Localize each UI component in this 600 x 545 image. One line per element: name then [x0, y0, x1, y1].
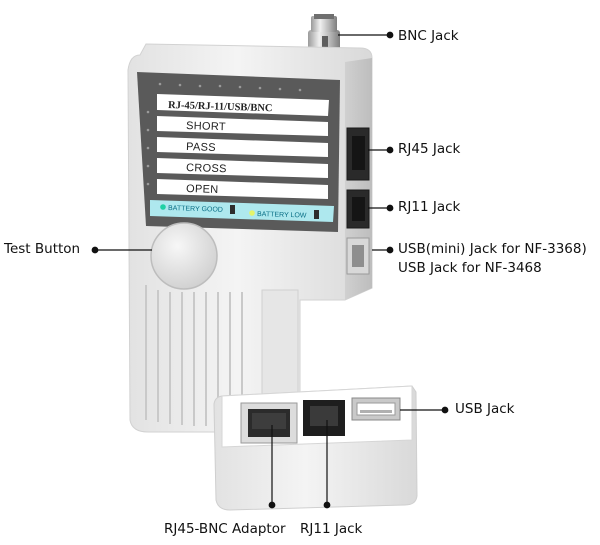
adaptor-usb-port [351, 397, 401, 421]
remote-adaptor [213, 385, 418, 511]
front-panel: RJ-45/RJ-11/USB/BNC SHORT PASS CROSS OPE… [137, 72, 340, 232]
usb-mini-jack [346, 237, 370, 275]
callout-rj11-jack-adaptor: RJ11 Jack [300, 521, 363, 537]
test-button [150, 222, 218, 290]
battery-good-label: BATTERY GOOD [168, 205, 223, 214]
adaptor-rj45-port [240, 402, 298, 444]
callout-usb-mini-jack: USB(mini) Jack for NF-3368) [398, 241, 587, 257]
callout-rj11-jack: RJ11 Jack [398, 199, 461, 215]
rj11-jack [346, 189, 370, 229]
callout-rj45-jack: RJ45 Jack [398, 141, 461, 157]
mode-label-short: SHORT [186, 120, 226, 133]
mode-label-cross: CROSS [186, 162, 227, 175]
callout-test-button: Test Button [4, 241, 81, 257]
battery-low-label: BATTERY LOW [257, 211, 307, 220]
panel-title: RJ-45/RJ-11/USB/BNC [168, 100, 273, 114]
rj45-jack [346, 127, 370, 181]
callout-usb-jack-nf3468: USB Jack for NF-3468 [398, 260, 542, 276]
battery-icon [230, 205, 235, 214]
adaptor-rj11-port [303, 400, 345, 436]
battery-low-led-icon [249, 210, 255, 216]
callout-usb-jack: USB Jack [455, 401, 515, 417]
mode-label-pass: PASS [186, 141, 216, 154]
battery-good-led-icon [160, 204, 166, 210]
callout-rj45-bnc-adaptor: RJ45-BNC Adaptor [164, 521, 286, 537]
mode-label-open: OPEN [186, 183, 219, 196]
leader-lines [91, 31, 449, 509]
callout-bnc-jack: BNC Jack [398, 28, 459, 44]
